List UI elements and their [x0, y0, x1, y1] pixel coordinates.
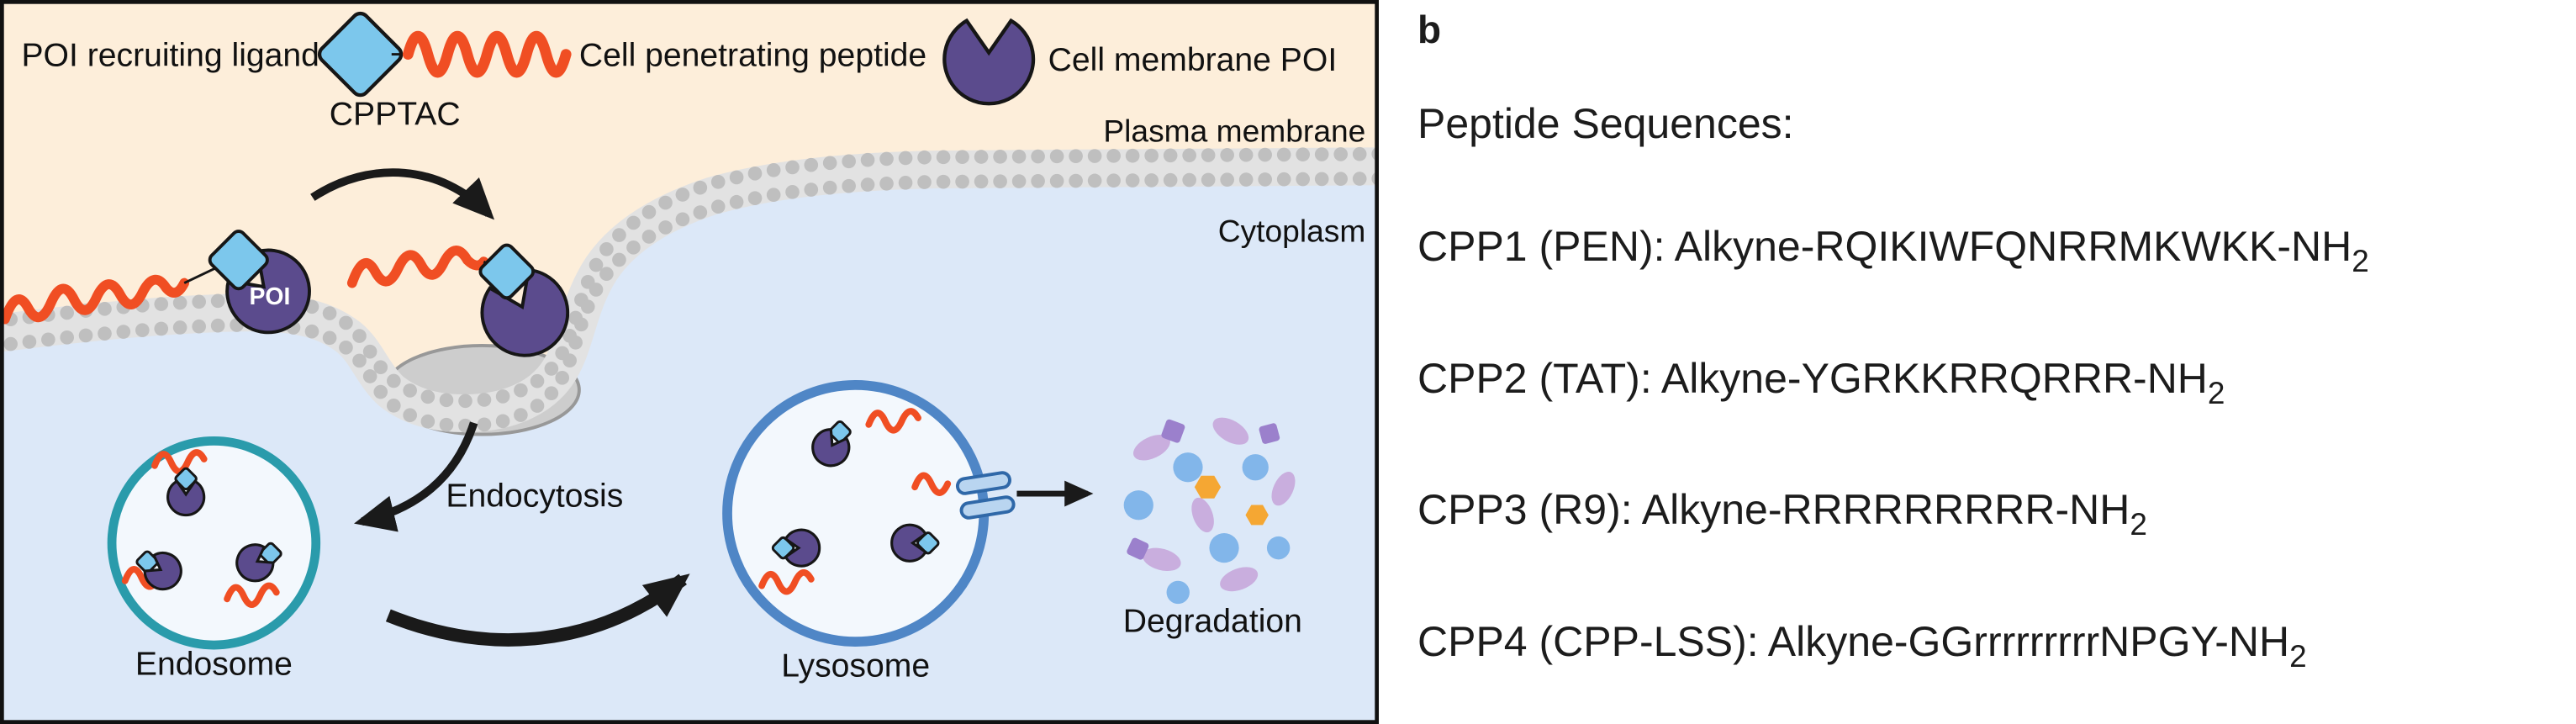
poi-label: POI [250, 283, 291, 310]
binding-arrow [310, 168, 495, 220]
cpp-squiggle [0, 274, 190, 325]
cpp-squiggle [151, 449, 208, 475]
membrane-poi-icon [942, 18, 1036, 106]
subscript: 2 [2352, 244, 2369, 279]
cpp-squiggle-icon [402, 30, 572, 78]
lysosome: Lysosome [722, 380, 1016, 684]
degradation-label: Degradation [1123, 603, 1302, 639]
panel-b-label: b [1417, 8, 1442, 51]
poi-pacman [480, 268, 570, 357]
cytoplasm-region [0, 166, 1379, 724]
cpp-squiggle [758, 569, 815, 595]
sequence-text: CPP1 (PEN): Alkyne-RQIKIWFQNRRMKWKK-NH [1417, 223, 2352, 271]
cpp-squiggle [865, 408, 921, 434]
membrane-transporter-icon [955, 471, 1016, 520]
cytoplasm-label: Cytoplasm [1218, 214, 1366, 249]
legend-membrane-poi-label: Cell membrane POI [1048, 42, 1338, 78]
plasma-membrane-label: Plasma membrane [1103, 113, 1365, 148]
subscript: 2 [2130, 507, 2147, 542]
legend-cpp-label: Cell penetrating peptide [579, 37, 926, 73]
endosome: Endosome [107, 436, 321, 682]
sequence-cpp3: CPP3 (R9): Alkyne-RRRRRRRRR-NH2 [1417, 486, 2565, 543]
endosome-complex [166, 467, 206, 517]
cpp-squiggle [224, 582, 280, 608]
endosome-complex [235, 542, 282, 583]
endosome-complex [135, 550, 182, 591]
endosome-label: Endosome [135, 646, 293, 682]
ligand-diamond [208, 230, 269, 291]
endocytosis-arrow [354, 421, 478, 532]
cpp-squiggle [911, 472, 952, 496]
sequence-text: CPP2 (TAT): Alkyne-YGRKKRRQRRR-NH [1417, 354, 2208, 402]
sequence-cpp2: CPP2 (TAT): Alkyne-YGRKKRRQRRR-NH2 [1417, 355, 2565, 412]
degradation-shapes [1123, 417, 1296, 605]
lysosome-complex [890, 523, 940, 563]
sequence-cpp4: CPP4 (CPP-LSS): Alkyne-GGrrrrrrrrrNPGY-N… [1417, 618, 2565, 675]
ligand-diamond [478, 243, 536, 300]
sequence-cpp1: CPP1 (PEN): Alkyne-RQIKIWFQNRRMKWKK-NH2 [1417, 223, 2565, 280]
cpp-squiggle [346, 246, 489, 288]
subscript: 2 [2289, 638, 2307, 674]
mechanism-diagram: POI recruiting ligand Cell penetrating p… [0, 0, 1379, 724]
ligand-diamond-icon [317, 11, 404, 98]
panel-border [0, 0, 1379, 724]
endosome-circle [107, 436, 321, 650]
linker-line [183, 265, 219, 284]
cpptac-label: CPPTAC [330, 97, 461, 133]
sequence-text: CPP3 (R9): Alkyne-RRRRRRRRR-NH [1417, 486, 2130, 534]
internalizing-complex [346, 243, 570, 357]
lysosome-complex [811, 420, 852, 468]
legend-poi-ligand-label: POI recruiting ligand [21, 37, 319, 73]
sequence-text: CPP4 (CPP-LSS): Alkyne-GGrrrrrrrrrNPGY-N… [1417, 617, 2290, 665]
panel-b-sequences: b Peptide Sequences: CPP1 (PEN): Alkyne-… [1417, 8, 2565, 674]
legend: POI recruiting ligand Cell penetrating p… [21, 11, 1338, 133]
lysosome-label: Lysosome [781, 647, 930, 684]
cpptac-membrane-complex: POI [0, 230, 311, 335]
endosome-to-lysosome-arrow [385, 573, 690, 647]
peptide-sequences-title: Peptide Sequences: [1417, 99, 1794, 147]
poi-pacman [225, 248, 311, 335]
lysosome-complex [771, 528, 821, 568]
endocytosis-label: Endocytosis [446, 478, 623, 515]
lysosome-circle [722, 380, 990, 647]
subscript: 2 [2207, 375, 2225, 410]
panel-a-mechanism: POI recruiting ligand Cell penetrating p… [0, 0, 1379, 724]
